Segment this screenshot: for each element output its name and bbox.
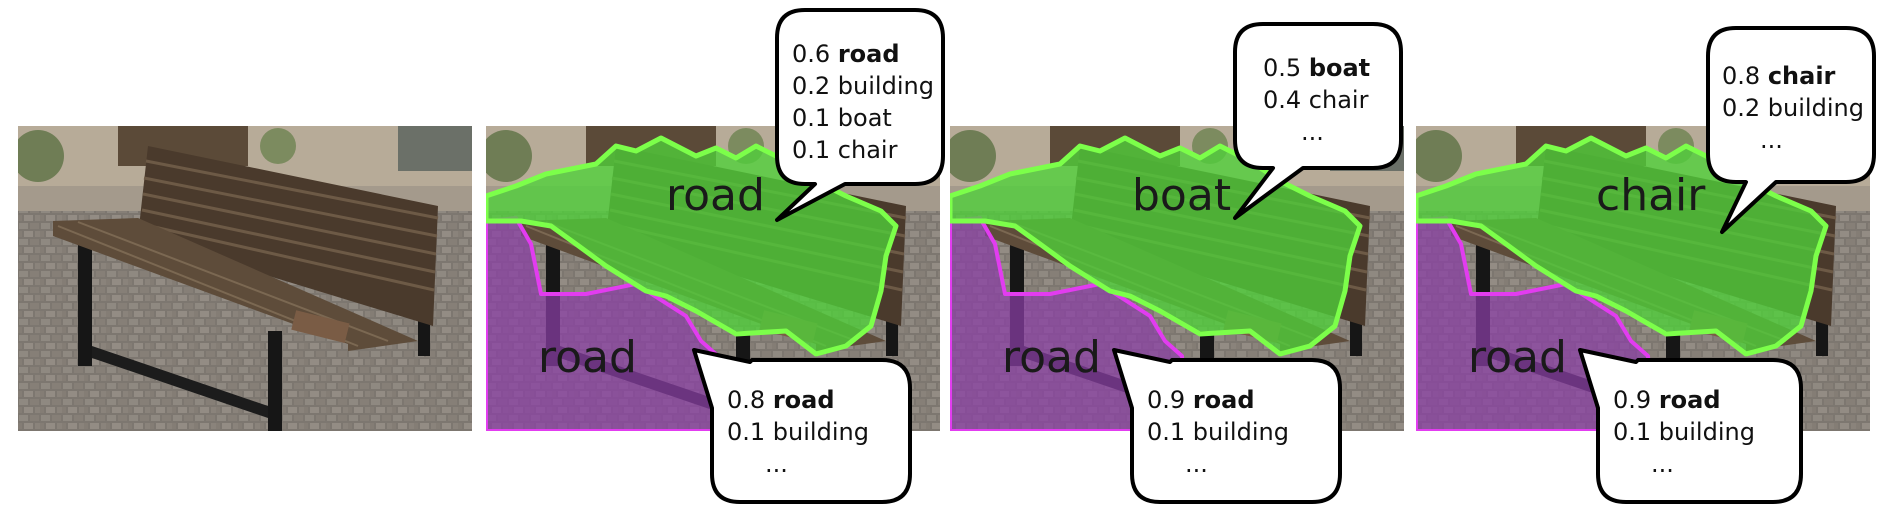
bubble-row: 0.1 chair [792,136,898,164]
ground-region [486,216,726,431]
bubble-top-row: 0.9 road [1147,386,1255,414]
bench-score-bubble: 0.6 road 0.2 building 0.1 boat 0.1 chair [792,38,934,166]
ground-bubble-shape [692,348,912,504]
bubble-row: 0.2 building [1722,94,1864,122]
ground-bubble-shape [1578,348,1803,504]
bubble-top-row: 0.8 chair [1722,62,1836,90]
bubble-top-row: 0.6 road [792,40,900,68]
ground-bubble-shape [1112,348,1342,504]
bench-region [1416,135,1829,357]
bench-region-label: chair [1596,170,1706,221]
bubble-row: 0.1 boat [792,104,892,132]
bubble-row: 0.4 chair [1263,86,1369,114]
ground-region-label: road [1468,332,1567,383]
bubble-row: ... [1185,450,1208,478]
bench-region-label: road [666,170,765,221]
bubble-row: 0.1 building [1147,418,1289,446]
ground-score-bubble: 0.9 road 0.1 building ... [1613,384,1755,480]
bubble-row: ... [1760,126,1783,154]
bench-region [486,135,899,357]
bench-region-label: boat [1132,170,1232,221]
bubble-row: ... [1651,450,1674,478]
bench-bubble-shape [1706,26,1876,234]
bench-bubble-shape [775,8,945,222]
segmentation-image [486,126,940,431]
bubble-top-row: 0.9 road [1613,386,1721,414]
ground-region-label: road [1002,332,1101,383]
ground-score-bubble: 0.8 road 0.1 building ... [727,384,869,480]
bench-photo [18,126,472,431]
bench-score-bubble: 0.8 chair 0.2 building ... [1722,60,1864,156]
bubble-top-row: 0.8 road [727,386,835,414]
bubble-row: 0.1 building [1613,418,1755,446]
bench-score-bubble: 0.5 boat 0.4 chair ... [1263,52,1370,148]
ground-region-label: road [538,332,637,383]
bubble-row: 0.2 building [792,72,934,100]
bubble-top-row: 0.5 boat [1263,54,1371,82]
bubble-row: 0.1 building [727,418,869,446]
bubble-row: ... [1301,118,1324,146]
segmentation-panel-1: road road [486,126,940,431]
bubble-row: ... [765,450,788,478]
bench-bubble-shape [1233,22,1403,220]
ground-score-bubble: 0.9 road 0.1 building ... [1147,384,1289,480]
original-image-panel [18,126,472,431]
